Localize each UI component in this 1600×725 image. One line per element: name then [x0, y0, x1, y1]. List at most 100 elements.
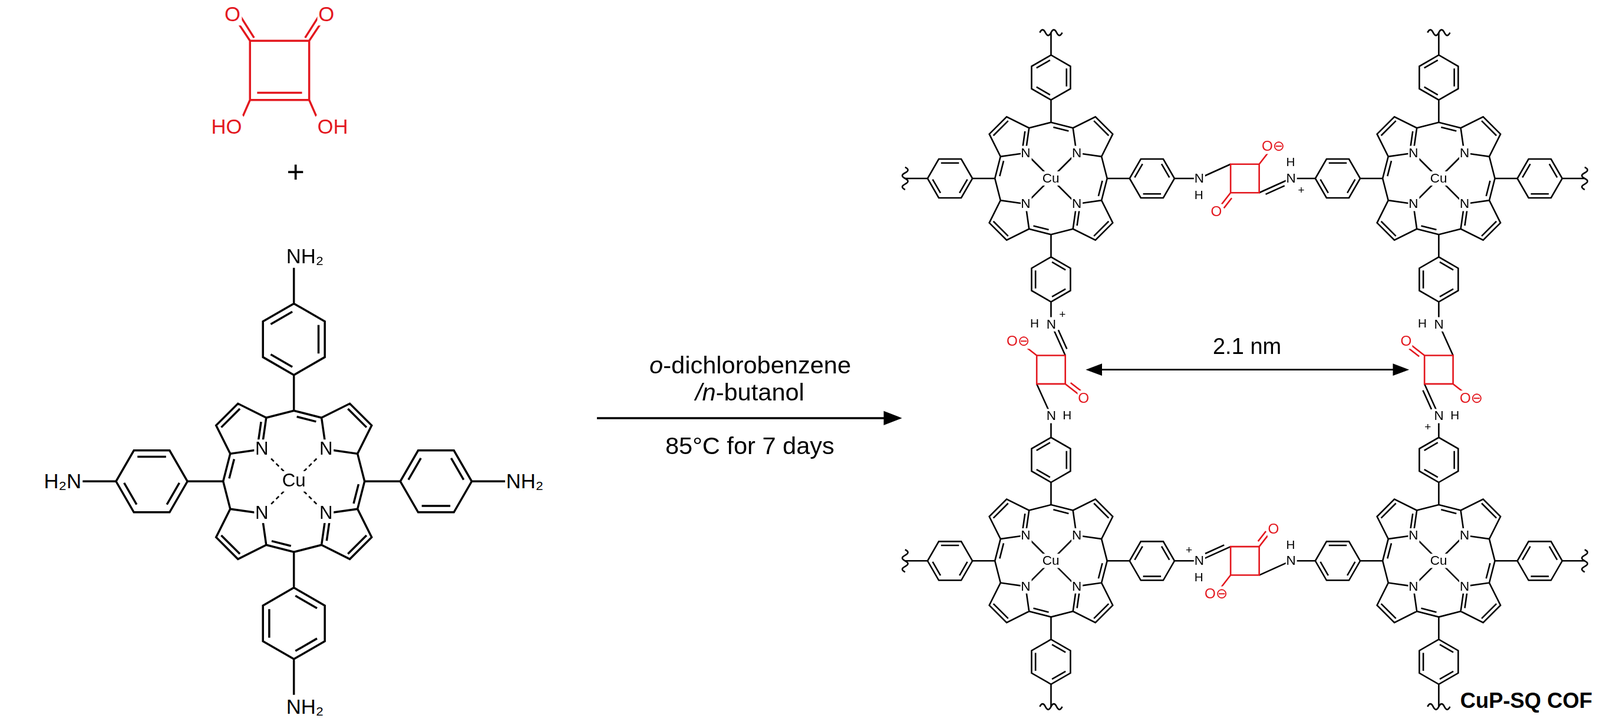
atom-label: Cu: [1429, 171, 1448, 187]
coordination-bonds: [1413, 153, 1465, 205]
atom-label: N: [1407, 196, 1420, 212]
atom-label: H: [1416, 317, 1428, 331]
atom-label: O⊖: [1458, 390, 1484, 407]
product-phenyls: [902, 30, 1588, 711]
aminophenyl: [364, 450, 508, 513]
atom-label: O: [1209, 203, 1223, 220]
phenyl: [1031, 30, 1071, 123]
atom-label: NH₂: [505, 470, 545, 493]
atom-label: O⊖: [1260, 138, 1286, 155]
phenyl: [1495, 159, 1588, 199]
phenyl: [1419, 234, 1458, 325]
porphyrin-unit: [1377, 116, 1501, 241]
phenyl: [1495, 541, 1588, 581]
atom-label: Cu: [1429, 553, 1448, 569]
aminophenyl: [80, 450, 223, 513]
atom-label: O: [1267, 520, 1280, 537]
atom-label: N: [1020, 196, 1032, 212]
phenyl: [1031, 234, 1071, 325]
atom-label: H: [1193, 571, 1204, 585]
atom-label: Cu: [1041, 171, 1061, 187]
atom-label: H: [1449, 408, 1461, 423]
atom-label: N: [1407, 146, 1420, 161]
atom-label: N: [1433, 408, 1446, 424]
coordination-bonds: [1413, 535, 1465, 587]
atom-label: N: [1045, 317, 1058, 332]
atom-label: +: [1184, 543, 1194, 557]
dimension-label: 2.1 nm: [1211, 334, 1283, 360]
phenyl: [1107, 541, 1197, 581]
atom-label: N: [1433, 317, 1446, 332]
atom-label: N: [1407, 528, 1420, 544]
atom-label: N: [253, 439, 270, 460]
phenyl: [1107, 159, 1197, 199]
phenyl: [1031, 617, 1071, 711]
atom-label: N: [253, 503, 270, 524]
porphyrin-unit: [989, 499, 1114, 624]
porphyrin-monomer: [216, 403, 372, 560]
atom-label: +: [1423, 420, 1433, 433]
coordination-bonds: [261, 449, 326, 514]
phenyl: [902, 541, 995, 581]
atom-label: N: [1458, 196, 1471, 212]
dimension-line: [1100, 368, 1395, 371]
atom-label: N: [1458, 528, 1471, 544]
atom-label: N: [1285, 553, 1298, 569]
atom-label: O: [223, 2, 242, 26]
atom-label: N: [1020, 579, 1032, 595]
atom-label: N: [1045, 408, 1058, 424]
aminophenyl: [262, 552, 325, 695]
atom-label: H₂N: [43, 470, 83, 493]
phenyl: [1031, 415, 1071, 506]
phenyl: [1292, 159, 1383, 199]
atom-label: +: [1297, 183, 1306, 197]
atom-label: NH₂: [285, 695, 325, 719]
atom-label: O: [1077, 390, 1091, 407]
squaraine-link: [1199, 146, 1292, 212]
atom-label: N: [1458, 146, 1471, 161]
atom-label: N: [1020, 146, 1032, 161]
plus-sign: +: [285, 154, 306, 188]
condition-text: o-dichlorobenzene: [648, 351, 852, 379]
phenyl: [1419, 415, 1458, 506]
atom-label: N: [318, 439, 334, 460]
atom-label: H: [1285, 155, 1296, 170]
squaric-acid-bonds: [235, 17, 324, 117]
arrow-head: [1392, 363, 1410, 376]
atom-label: H: [1061, 408, 1073, 423]
product-name: CuP-SQ COF: [1459, 688, 1594, 712]
phenyl: [1292, 541, 1383, 581]
coordination-bonds: [1025, 153, 1077, 205]
condition-text: /n-butanol: [694, 379, 806, 407]
atom-label: N: [1020, 528, 1032, 544]
phenyl: [902, 159, 995, 199]
atom-label: N: [1193, 171, 1206, 187]
atom-label: H: [1193, 187, 1204, 202]
atom-label: N: [1070, 146, 1083, 161]
atom-label: +: [1058, 307, 1068, 320]
atom-label: N: [1070, 196, 1083, 212]
atom-label: N: [1458, 579, 1471, 595]
atom-label: O: [317, 2, 335, 26]
atom-label: H: [1028, 317, 1040, 331]
atom-label: O⊖: [1203, 586, 1229, 603]
phenyl: [1419, 617, 1458, 711]
coordination-bonds: [1025, 535, 1077, 587]
atom-label: N: [318, 503, 334, 524]
atom-label: O: [1399, 333, 1413, 350]
atom-label: O⊖: [1005, 333, 1031, 350]
atom-label: N: [1407, 579, 1420, 595]
arrow-head: [1085, 363, 1103, 376]
porphyrin-unit: [1377, 499, 1501, 624]
phenyl: [1419, 30, 1458, 123]
atom-label: Cu: [1041, 553, 1061, 569]
atom-label: HO: [210, 115, 243, 138]
atom-label: NH₂: [285, 245, 325, 268]
reaction-arrow: [596, 417, 886, 420]
atom-label: N: [1193, 553, 1206, 569]
squaraine-link: [1199, 528, 1292, 595]
condition-text: 85°C for 7 days: [664, 432, 836, 460]
squaric-acid: [235, 17, 324, 117]
aminophenyl: [262, 268, 325, 411]
